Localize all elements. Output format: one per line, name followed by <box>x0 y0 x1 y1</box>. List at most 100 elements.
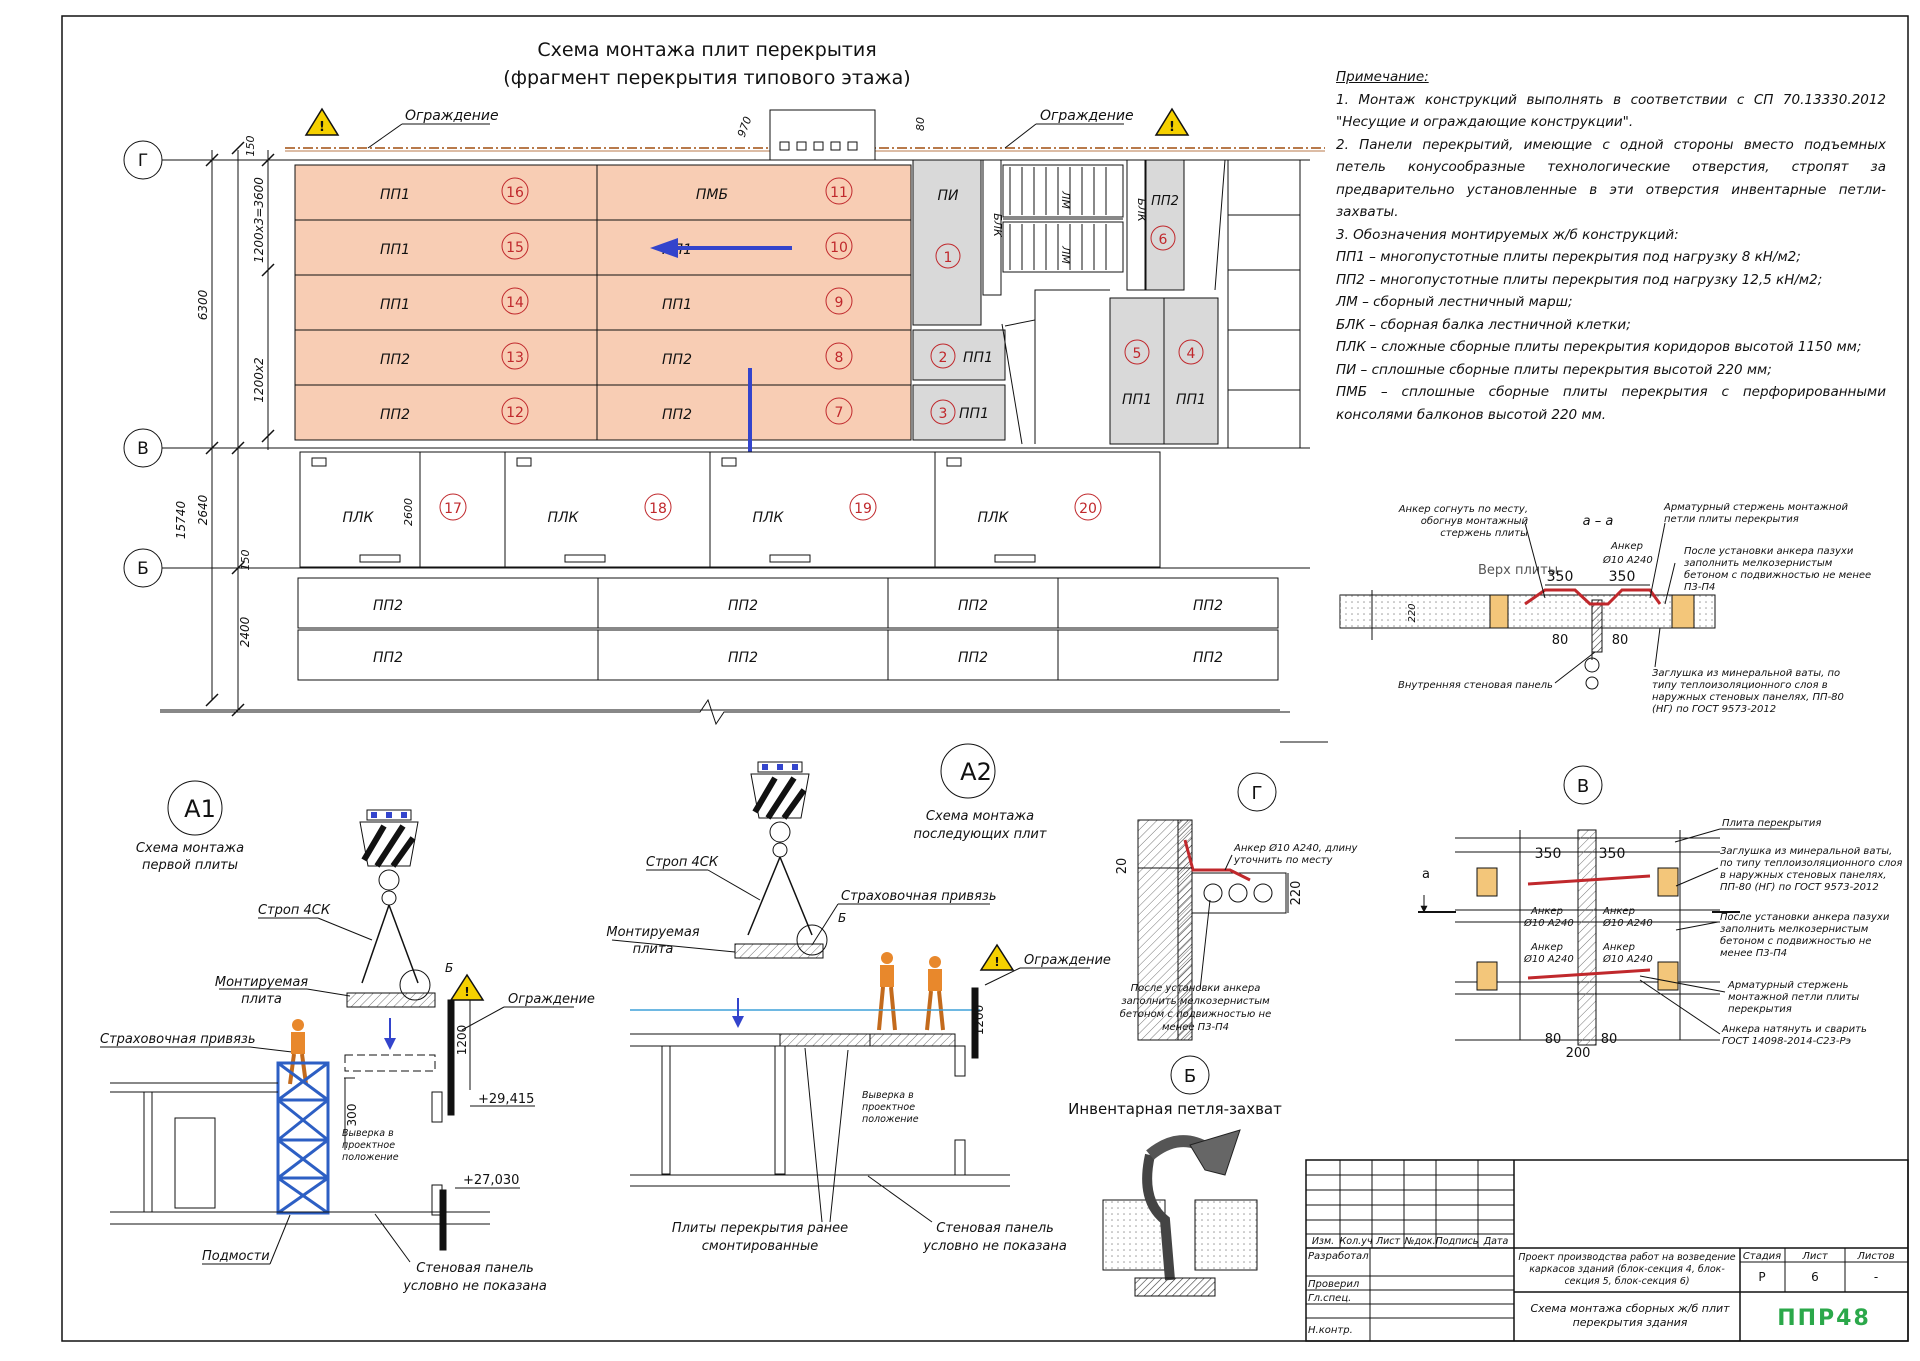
slab-number: 15 <box>506 240 524 256</box>
svg-text:Ø10 А240: Ø10 А240 <box>1523 917 1574 929</box>
svg-text:Ø10 А240: Ø10 А240 <box>1602 554 1653 566</box>
slab-number: 16 <box>506 185 524 201</box>
note-item: ЛМ – сборный лестничный марш; <box>1336 294 1573 310</box>
axis-bubble: В <box>123 428 163 468</box>
svg-text:Б: Б <box>445 961 453 975</box>
scaffold <box>276 1061 330 1215</box>
slab-panel: ПП2 <box>1057 577 1279 629</box>
dim-label: 150 <box>244 136 257 157</box>
svg-text:Ø10 А240: Ø10 А240 <box>1602 953 1653 965</box>
sheet-title: Схема монтажа сборных ж/б плит перекрыти… <box>1530 1302 1730 1329</box>
aa-anchor-bend-note: Анкер согнуть по месту, обогнув монтажны… <box>1398 504 1528 539</box>
axis-bubble: Г <box>123 140 163 180</box>
svg-text:ПП1: ПП1 <box>1122 392 1152 408</box>
dim-label: 1200х3=3600 <box>252 177 266 263</box>
svg-text:2600: 2600 <box>402 498 415 526</box>
a2-align-note: Выверка в проектное положение <box>862 1090 919 1125</box>
svg-text:Строп 4СК: Строп 4СК <box>646 855 719 870</box>
slab-number: 18 <box>649 501 667 517</box>
fence-label-left: Ограждение <box>405 108 499 124</box>
svg-text:220: 220 <box>1407 603 1418 622</box>
svg-text:!: ! <box>319 120 325 135</box>
slab-number: 20 <box>1079 501 1097 517</box>
svg-text:350: 350 <box>1547 569 1574 585</box>
a1-wall-note: Стеновая панель условно не показана <box>403 1261 547 1294</box>
dim-label: 1200х2 <box>252 357 266 402</box>
warning-icon: ! <box>979 943 1015 971</box>
svg-text:ПП1: ПП1 <box>963 350 993 366</box>
aa-inner-panel-note: Внутренняя стеновая панель <box>1398 680 1553 691</box>
svg-text:ПП1: ПП1 <box>959 406 989 422</box>
a2-caption: Схема монтажа последующих плит <box>913 809 1047 842</box>
fence-label-right: Ограждение <box>1040 108 1134 124</box>
slab-number: 7 <box>835 405 844 421</box>
svg-text:Страховочная привязь: Страховочная привязь <box>100 1032 256 1047</box>
slab-type-label: ПП2 <box>380 352 410 368</box>
v-plug-note: Заглушка из минеральной ваты, по типу те… <box>1720 846 1903 893</box>
staircase: БЛК БЛК ЛМ ЛМ <box>982 159 1226 445</box>
notes-block: Примечание: 1. Монтаж конструкций выполн… <box>1336 66 1886 426</box>
a1-align-note: Выверка в проектное положение <box>342 1128 399 1163</box>
detail-a2: А2 Б Строп 4СК Страховочная привязь Огра… <box>611 743 1111 1223</box>
svg-text:Верх плиты: Верх плиты <box>1478 563 1558 578</box>
slab-type-label: ПЛК <box>548 510 580 526</box>
svg-text:Г: Г <box>138 151 148 171</box>
svg-text:Ø10 А240: Ø10 А240 <box>1602 917 1653 929</box>
slab-type-label: ПП2 <box>958 650 988 666</box>
gray-slabs: ПИ 1 2 ПП1 3 ПП1 5 ПП1 4 ПП1 ПП2 6 <box>912 159 1219 445</box>
detail-a1: А1 Б ! Строп 4СК Страховочная привязь Ог… <box>100 780 595 1265</box>
svg-text:6: 6 <box>1159 232 1168 248</box>
dim-label: 2400 <box>238 616 252 647</box>
svg-text:80: 80 <box>1545 1032 1562 1047</box>
svg-text:+27,030: +27,030 <box>463 1173 519 1188</box>
svg-text:Дата: Дата <box>1483 1236 1509 1247</box>
dim-label: 80 <box>914 117 927 131</box>
project-name: Проект производства работ на возведение … <box>1518 1252 1736 1287</box>
svg-text:Б: Б <box>838 911 846 925</box>
svg-text:Анкер: Анкер <box>1602 942 1635 953</box>
slab-type-label: ПП2 <box>662 352 692 368</box>
note-item: ПП1 – многопустотные плиты перекрытия по… <box>1336 249 1801 265</box>
svg-text:Ø10 А240: Ø10 А240 <box>1523 953 1574 965</box>
note-item: ПЛК – сложные сборные плиты перекрытия к… <box>1336 339 1862 355</box>
dim-label: 6300 <box>196 289 210 320</box>
svg-text:Н.контр.: Н.контр. <box>1308 1325 1353 1336</box>
slab-type-label: ПМБ <box>696 187 728 203</box>
svg-text:БЛК: БЛК <box>991 213 1004 238</box>
g-anchor-note: Анкер Ø10 А240, длину уточнить по месту <box>1234 843 1358 866</box>
crane-hook-icon <box>359 809 419 906</box>
slab-panel: ПП2 <box>297 577 599 629</box>
slab-number: 11 <box>830 185 848 201</box>
slab-type-label: ПП2 <box>380 407 410 423</box>
slab-type-label: ПП1 <box>662 297 692 313</box>
dim-label: 15740 <box>174 501 188 540</box>
svg-text:1: 1 <box>944 250 953 266</box>
detail-b: Б Инвентарная петля-захват <box>1068 1055 1282 1297</box>
svg-text:Стадия: Стадия <box>1743 1251 1781 1262</box>
note-item: ПП2 – многопустотные плиты перекрытия по… <box>1336 271 1823 288</box>
detail-v: В 350 350 Анкер Ø10 А240 Анкер Ø10 А240 … <box>1418 765 1821 1061</box>
svg-text:220: 220 <box>1289 881 1304 906</box>
axis-bubble: Б <box>123 548 163 588</box>
svg-text:6: 6 <box>1811 1270 1819 1284</box>
svg-text:350: 350 <box>1599 846 1626 862</box>
svg-text:№док.: №док. <box>1403 1236 1435 1247</box>
aa-rebar-loop-note: Арматурный стержень монтажной петли плит… <box>1664 502 1848 525</box>
svg-text:80: 80 <box>1601 1032 1618 1047</box>
svg-text:Б: Б <box>1184 1066 1196 1087</box>
warning-icon: ! <box>1154 107 1190 136</box>
svg-text:5: 5 <box>1133 346 1142 362</box>
a2-slab-label: Монтируемая плита <box>606 925 700 957</box>
svg-text:300: 300 <box>345 1104 359 1127</box>
svg-text:ЛМ: ЛМ <box>1059 245 1072 264</box>
svg-text:БЛК: БЛК <box>1135 198 1148 223</box>
svg-text:Подмости: Подмости <box>202 1249 270 1264</box>
note-2: 2. Панели перекрытий, имеющие с одной ст… <box>1336 136 1886 221</box>
